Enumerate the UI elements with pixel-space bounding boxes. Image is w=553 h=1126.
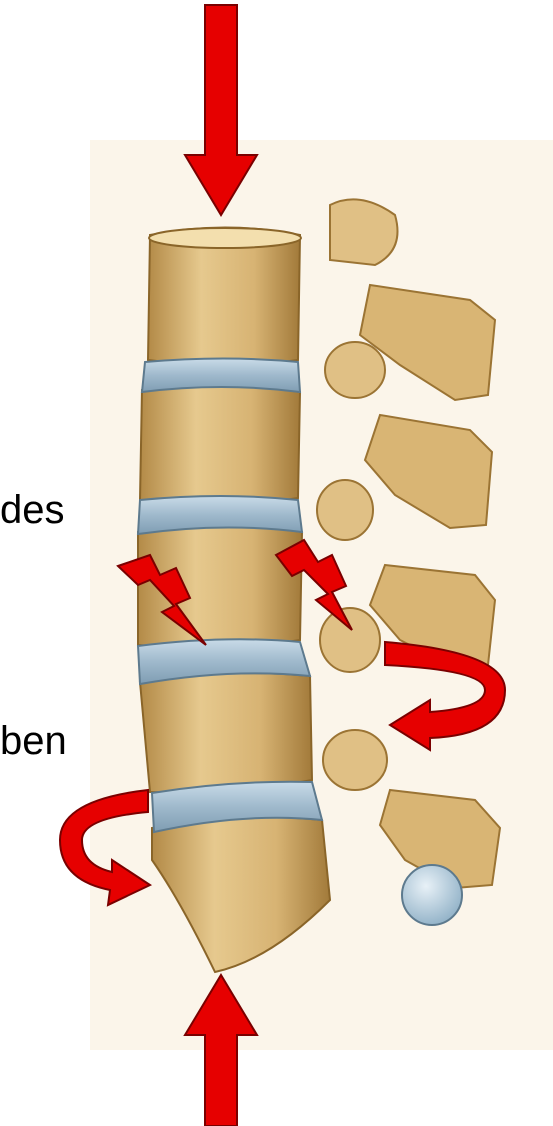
upper-side-label: des bbox=[0, 490, 65, 530]
vertebra-2 bbox=[140, 385, 300, 504]
top-endplate bbox=[149, 228, 301, 248]
vertebra-4 bbox=[140, 673, 312, 792]
disc-1 bbox=[142, 359, 300, 393]
disc-2 bbox=[138, 496, 302, 534]
lower-side-label: ben bbox=[0, 721, 67, 761]
sacral-disc-ball bbox=[402, 865, 462, 925]
